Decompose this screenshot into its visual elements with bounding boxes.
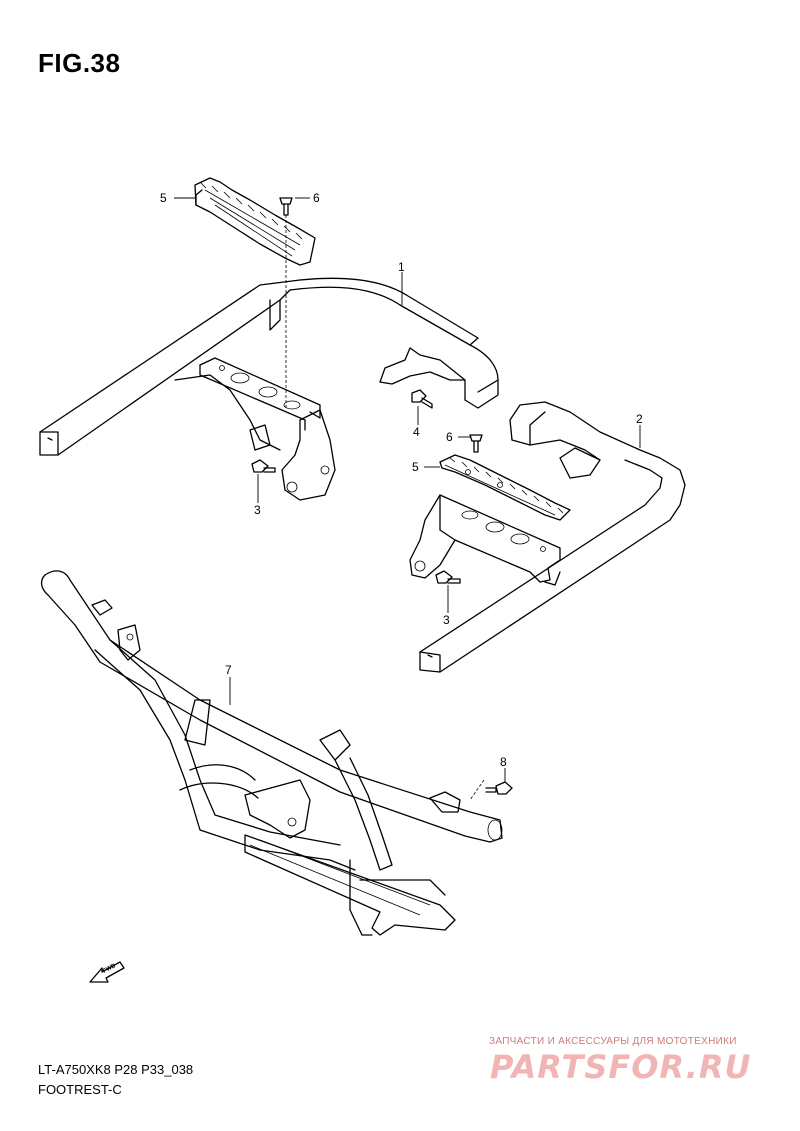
- part-6-screw-right: [469, 434, 483, 453]
- section-name: FOOTREST-C: [38, 1082, 122, 1097]
- model-code: LT-A750XK8 P28 P33_038: [38, 1062, 194, 1077]
- callout-2: 2: [636, 412, 643, 426]
- part-1-left-footrest-frame: [39, 277, 499, 501]
- callout-6-lower: 6: [446, 430, 453, 444]
- part-2-right-footrest-frame: [409, 401, 686, 673]
- figure-title: FIG.38: [38, 48, 121, 78]
- callout-5-lower: 5: [412, 460, 419, 474]
- callout-5-upper: 5: [160, 191, 167, 205]
- leader-lines: [174, 197, 641, 782]
- part-5-step-pad-left: [194, 177, 316, 266]
- callout-3-left: 3: [254, 503, 261, 517]
- callout-4: 4: [413, 425, 420, 439]
- part-8-bolt: [469, 779, 513, 801]
- watermark-logo: PARTSFOR.RU: [490, 1048, 752, 1086]
- callout-6-upper: 6: [313, 191, 320, 205]
- watermark-caption: ЗАПЧАСТИ И АКСЕССУАРЫ ДЛЯ МОТОТЕХНИКИ: [489, 1036, 737, 1047]
- part-5-step-pad-right: [439, 454, 571, 521]
- part-6-screw-left: [279, 197, 293, 410]
- part-7-bumper-guard: [40, 570, 503, 936]
- callout-7: 7: [225, 663, 232, 677]
- part-3-bolt-right: [435, 570, 461, 584]
- part-3-bolt-left: [251, 459, 276, 473]
- callout-8: 8: [500, 755, 507, 769]
- callout-1: 1: [398, 260, 405, 274]
- callout-3-right: 3: [443, 613, 450, 627]
- fwd-arrow-icon: FWD: [89, 961, 125, 983]
- part-4-bolt: [411, 389, 433, 409]
